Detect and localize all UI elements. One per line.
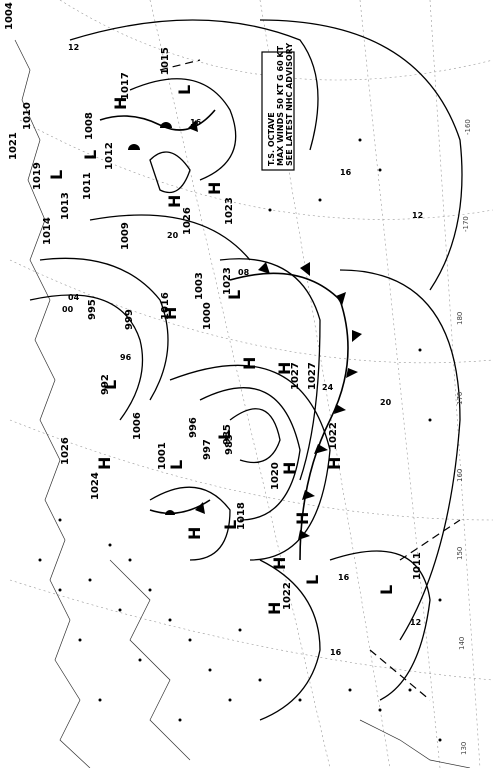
low-center-label: L bbox=[101, 380, 120, 390]
low-center-label: L bbox=[175, 85, 194, 95]
advisory-line-3: SEE LATEST NHC ADVISORY bbox=[285, 43, 294, 166]
low-center-label: L bbox=[221, 520, 240, 530]
contour-label: 12 bbox=[68, 43, 79, 52]
high-center-label: H bbox=[95, 457, 114, 470]
longitude-label: 160 bbox=[456, 469, 464, 482]
pressure-label: 999 bbox=[124, 309, 135, 330]
pressure-label: 997 bbox=[202, 439, 213, 460]
pressure-label: 992 bbox=[100, 374, 111, 395]
pressure-label: 1008 bbox=[84, 112, 95, 140]
cold-front bbox=[229, 262, 362, 561]
pressure-label: 1017 bbox=[120, 72, 131, 100]
high-center-label: H bbox=[270, 557, 289, 570]
high-center-label: H bbox=[275, 362, 294, 375]
pressure-label: 1027 bbox=[290, 362, 301, 390]
low-center-label: L bbox=[377, 585, 396, 595]
graticule bbox=[9, 0, 493, 768]
pressure-label: 1001 bbox=[157, 442, 168, 470]
longitude-label: 130 bbox=[460, 742, 468, 755]
pressure-label: 1021 bbox=[8, 132, 19, 160]
longitude-label: 150 bbox=[456, 547, 464, 560]
pressure-label: 1019 bbox=[32, 162, 43, 190]
pressure-label: 1011 bbox=[412, 552, 423, 580]
coastline bbox=[14, 39, 471, 768]
pressure-label: 1026 bbox=[60, 437, 71, 465]
pressure-label: 1022 bbox=[328, 422, 339, 450]
high-center-label: H bbox=[325, 457, 344, 470]
high-center-label: H bbox=[111, 97, 130, 110]
high-center-label: H bbox=[265, 602, 284, 615]
high-center-label: H bbox=[161, 307, 180, 320]
warm-front bbox=[99, 109, 216, 515]
longitude-label: 140 bbox=[458, 637, 466, 650]
low-center-label: L bbox=[47, 170, 66, 180]
pressure-label: 1016 bbox=[160, 292, 171, 320]
pressure-label: 1026 bbox=[182, 207, 193, 235]
pressure-label: 1004 bbox=[4, 2, 15, 30]
low-center-label: L bbox=[225, 290, 244, 300]
contour-label: 04 bbox=[68, 293, 80, 302]
pressure-label: 995 bbox=[87, 299, 98, 320]
low-centers: L L L L L L L L L L bbox=[47, 85, 396, 595]
contour-label: 12 bbox=[412, 211, 423, 220]
pressure-label: 1024 bbox=[90, 472, 101, 500]
contour-labels: 12 16 20 24 08 04 00 96 12 20 16 16 12 1… bbox=[62, 43, 423, 657]
contour-label: 96 bbox=[120, 353, 132, 362]
pressure-label: 1013 bbox=[60, 192, 71, 220]
low-center-label: L bbox=[167, 460, 186, 470]
contour-label: 20 bbox=[167, 231, 179, 240]
pressure-label: 1011 bbox=[82, 172, 93, 200]
isobars bbox=[29, 19, 463, 721]
contour-label: 16 bbox=[340, 168, 352, 177]
pressure-label: 1003 bbox=[194, 272, 205, 300]
contour-label: 12 bbox=[410, 618, 421, 627]
pressure-label: 996 bbox=[188, 417, 199, 438]
contour-label: 24 bbox=[322, 383, 334, 392]
contour-label: 16 bbox=[190, 118, 202, 127]
troughs bbox=[159, 59, 461, 701]
station-plots bbox=[38, 138, 442, 742]
low-center-label: L bbox=[215, 430, 234, 440]
contour-label: 20 bbox=[380, 398, 392, 407]
high-center-label: H bbox=[240, 357, 259, 370]
longitude-labels: -160 -170 180 170 160 150 140 130 bbox=[456, 119, 472, 755]
longitude-label: -170 bbox=[462, 216, 470, 232]
contour-label: 08 bbox=[238, 268, 250, 277]
pressure-label: 1022 bbox=[282, 582, 293, 610]
contour-label: 16 bbox=[330, 648, 342, 657]
pressure-label: 1023 bbox=[224, 197, 235, 225]
high-center-label: H bbox=[165, 195, 184, 208]
pressure-label: 1006 bbox=[132, 412, 143, 440]
advisory-line-2: MAX WINDS 50 KT G 60 KT bbox=[276, 45, 285, 166]
low-center-label: L bbox=[303, 575, 322, 585]
storm-advisory-box: T.S. OCTAVE MAX WINDS 50 KT G 60 KT SEE … bbox=[261, 43, 295, 171]
low-center-label: L bbox=[81, 150, 100, 160]
pressure-labels: 1004 1015 1017 1008 1012 1013 1014 1011 … bbox=[4, 2, 423, 610]
high-center-label: H bbox=[280, 462, 299, 475]
advisory-line-1: T.S. OCTAVE bbox=[267, 112, 276, 166]
pressure-label: 1015 bbox=[160, 47, 171, 75]
pressure-label: 985 bbox=[224, 434, 235, 455]
high-center-label: H bbox=[185, 527, 204, 540]
pressure-label: 1014 bbox=[42, 217, 53, 245]
pressure-label: 1012 bbox=[104, 142, 115, 170]
pressure-label: 1020 bbox=[270, 462, 281, 490]
pressure-label: 1000 bbox=[202, 302, 213, 330]
high-centers: H H H H H H H H H H H H H bbox=[95, 97, 344, 615]
pressure-label: 985 bbox=[222, 424, 233, 445]
high-center-label: H bbox=[205, 182, 224, 195]
pressure-label: 1018 bbox=[236, 502, 247, 530]
contour-label: 16 bbox=[338, 573, 350, 582]
longitude-label: -160 bbox=[464, 119, 472, 135]
pressure-label: 1009 bbox=[120, 222, 131, 250]
contour-label: 00 bbox=[62, 305, 74, 314]
longitude-label: 180 bbox=[456, 312, 464, 325]
pressure-label: 1010 bbox=[22, 102, 33, 130]
longitude-label: 170 bbox=[456, 392, 464, 405]
high-center-label: H bbox=[293, 512, 312, 525]
pressure-label: 1027 bbox=[307, 362, 318, 390]
pressure-label: 1023 bbox=[222, 267, 233, 295]
